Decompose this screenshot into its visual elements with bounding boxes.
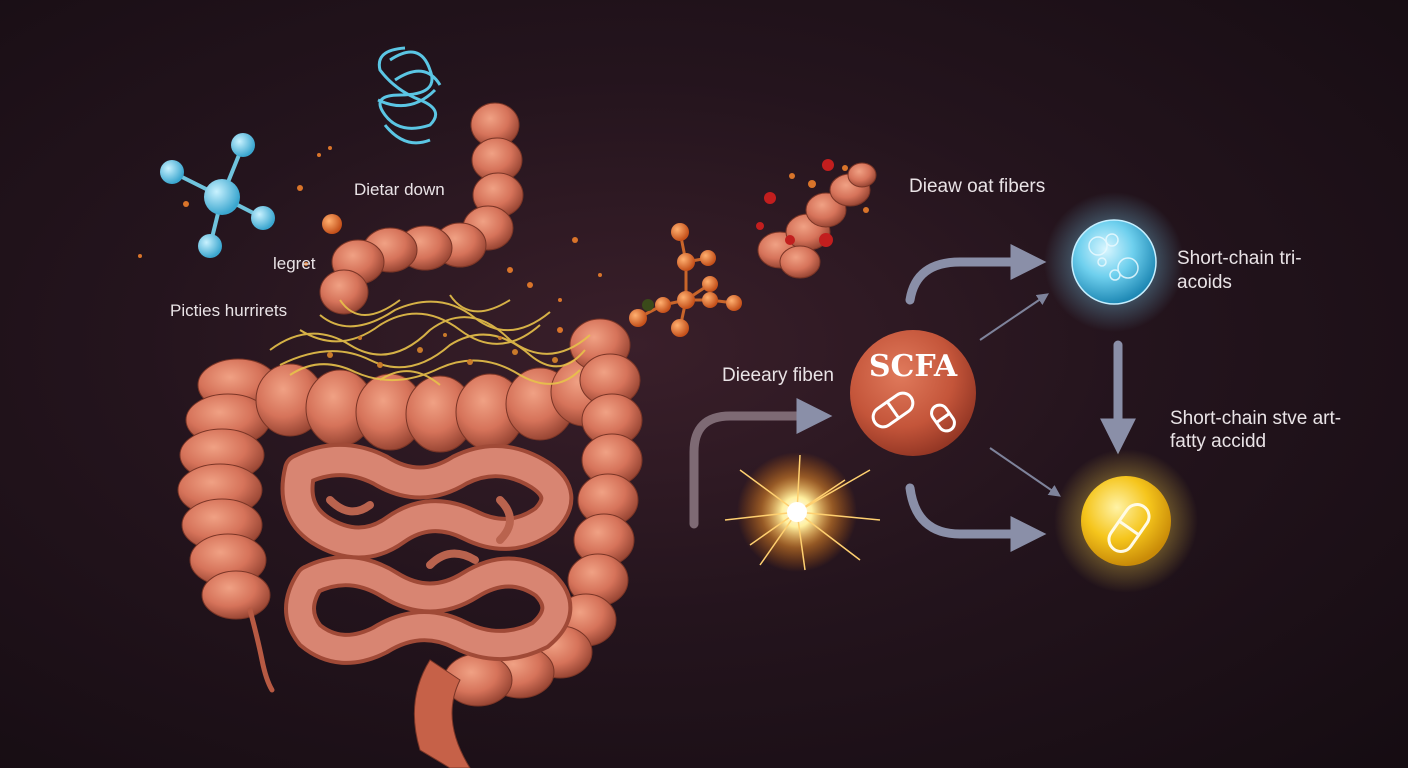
capsule-icon <box>1107 503 1151 553</box>
bubbles-icon <box>1088 233 1139 281</box>
thin-arrow-to-yellow <box>989 447 1061 497</box>
label-short-chain-fatty-line1: Short-chain stve art- <box>1170 408 1342 429</box>
intestine-illustration <box>177 102 643 768</box>
thin-arrows <box>979 293 1061 497</box>
blue-molecule <box>160 133 275 258</box>
fiber-mesh <box>269 294 591 386</box>
label-short-chain-fatty-line2: fatty accidd <box>1170 431 1267 452</box>
appendix <box>247 607 275 693</box>
small-intestine <box>280 443 574 665</box>
label-picties-hurrirets: Picties hurrirets <box>170 301 288 320</box>
label-short-chain-tri-line1: Short-chain tri- <box>1177 248 1302 269</box>
transverse-colon <box>255 357 620 453</box>
scfa-node: SCFA <box>850 330 976 456</box>
label-dieeary-fiben: Dieeary fiben <box>722 365 834 386</box>
label-short-chain-tri-line2: acoids <box>1177 272 1232 293</box>
upper-colon-tube <box>319 102 524 315</box>
orange-molecule <box>629 223 742 337</box>
label-dieaw-oat-fibers: Dieaw oat fibers <box>909 176 1046 197</box>
orange-particles <box>138 146 602 333</box>
blue-protein-coil <box>377 46 442 145</box>
left-colon <box>177 358 279 620</box>
fiber-particles <box>327 333 558 368</box>
thin-arrow-to-blue <box>979 293 1049 341</box>
flow-arrows <box>689 244 1136 552</box>
rectum <box>413 659 471 768</box>
label-legret: legret <box>273 254 316 273</box>
energy-spark <box>724 452 881 572</box>
label-dietar-down: Dietar down <box>354 180 445 199</box>
yellow-node <box>1054 449 1198 593</box>
arrow-top-to-blue <box>905 244 1047 305</box>
capsule-pair-icon <box>871 391 956 433</box>
scfa-node-label: SCFA <box>869 349 958 384</box>
fiber-cluster <box>756 159 877 279</box>
arrow-bottom-to-yellow <box>905 483 1047 552</box>
blue-node <box>1044 192 1184 332</box>
arrow-fiber-to-scfa <box>689 398 833 529</box>
